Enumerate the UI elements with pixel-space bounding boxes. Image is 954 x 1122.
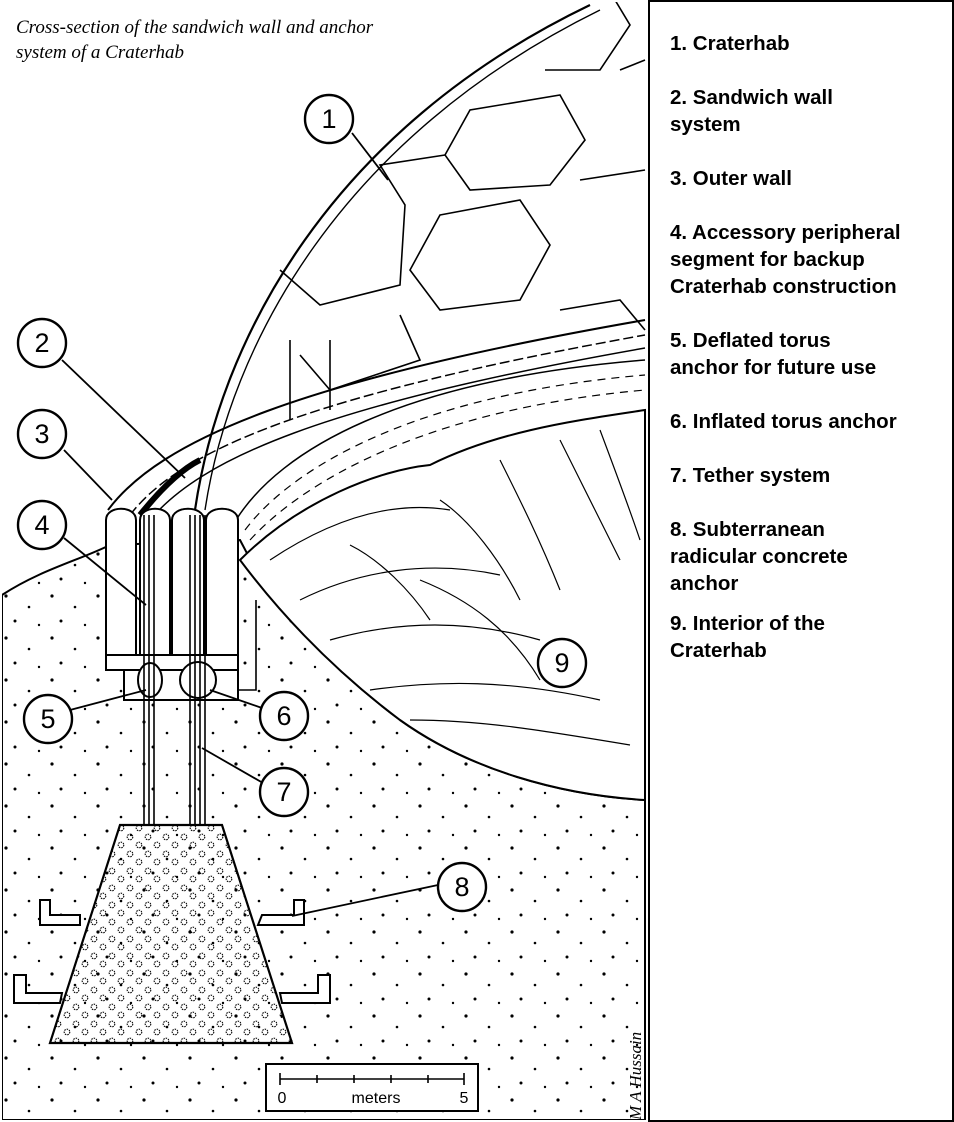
inner-wall-line xyxy=(235,359,646,521)
legend-item-deflated-torus: 5. Deflated torus anchor for future use xyxy=(670,329,877,379)
dome-hex-pattern xyxy=(279,2,646,420)
peripheral-segments xyxy=(105,507,239,656)
segment-base xyxy=(105,654,239,671)
inflated-torus xyxy=(179,661,217,699)
callout-3: 3 xyxy=(34,419,49,449)
legend-item-outer-wall: 3. Outer wall xyxy=(670,167,792,190)
crater-texture xyxy=(269,429,641,746)
tether-lines xyxy=(143,515,206,825)
diagram-title-line-2: system of a Craterhab xyxy=(16,42,185,63)
scale-start-label: 0 xyxy=(278,1090,287,1107)
callout-5: 5 xyxy=(40,704,55,734)
legend-item-accessory-segment: 4. Accessory peripheral segment for back… xyxy=(670,221,901,298)
callout-2: 2 xyxy=(34,328,49,358)
legend-panel: 1. Craterhab 2. Sandwich wall system 3. … xyxy=(648,0,954,1122)
wall-junction xyxy=(137,457,202,517)
scale-unit-label: meters xyxy=(352,1090,401,1107)
callout-4: 4 xyxy=(34,510,49,540)
sandwich-dashed-line xyxy=(129,334,646,516)
artist-signature: M A Hussain xyxy=(626,1032,645,1121)
callout-9: 9 xyxy=(554,648,569,678)
diagram-title-line-1: Cross-section of the sandwich wall and a… xyxy=(16,17,374,38)
service-line xyxy=(238,600,257,691)
sandwich-inner-line xyxy=(149,347,646,521)
callout-8: 8 xyxy=(454,872,469,902)
scale-bar xyxy=(279,1073,465,1085)
legend-item-interior: 9. Interior of the Craterhab xyxy=(670,612,825,662)
legend-item-sandwich-wall: 2. Sandwich wall system xyxy=(670,86,833,136)
leader-lines xyxy=(61,132,439,917)
dome-inner-arc xyxy=(204,9,601,511)
callout-circles xyxy=(16,93,588,913)
legend-item-tether-system: 7. Tether system xyxy=(670,464,831,487)
callout-1: 1 xyxy=(321,104,336,134)
cross-section-drawing: 0 meters 5 M A Hussain 1 xyxy=(2,2,648,1121)
legend-item-craterhab: 1. Craterhab xyxy=(670,32,790,55)
crater-interior xyxy=(238,408,646,802)
outer-wall-line xyxy=(107,319,646,511)
callout-6: 6 xyxy=(276,701,291,731)
callout-7: 7 xyxy=(276,777,291,807)
scale-bar-box xyxy=(265,1063,479,1112)
legend-item-inflated-torus: 6. Inflated torus anchor xyxy=(670,410,897,433)
inner-wall-layers xyxy=(244,374,646,541)
scale-end-label: 5 xyxy=(460,1090,469,1107)
anchor-roots xyxy=(13,899,331,1004)
concrete-anchor xyxy=(48,823,294,1045)
legend-item-concrete-anchor: 8. Subterranean radicular concrete ancho… xyxy=(670,518,848,595)
